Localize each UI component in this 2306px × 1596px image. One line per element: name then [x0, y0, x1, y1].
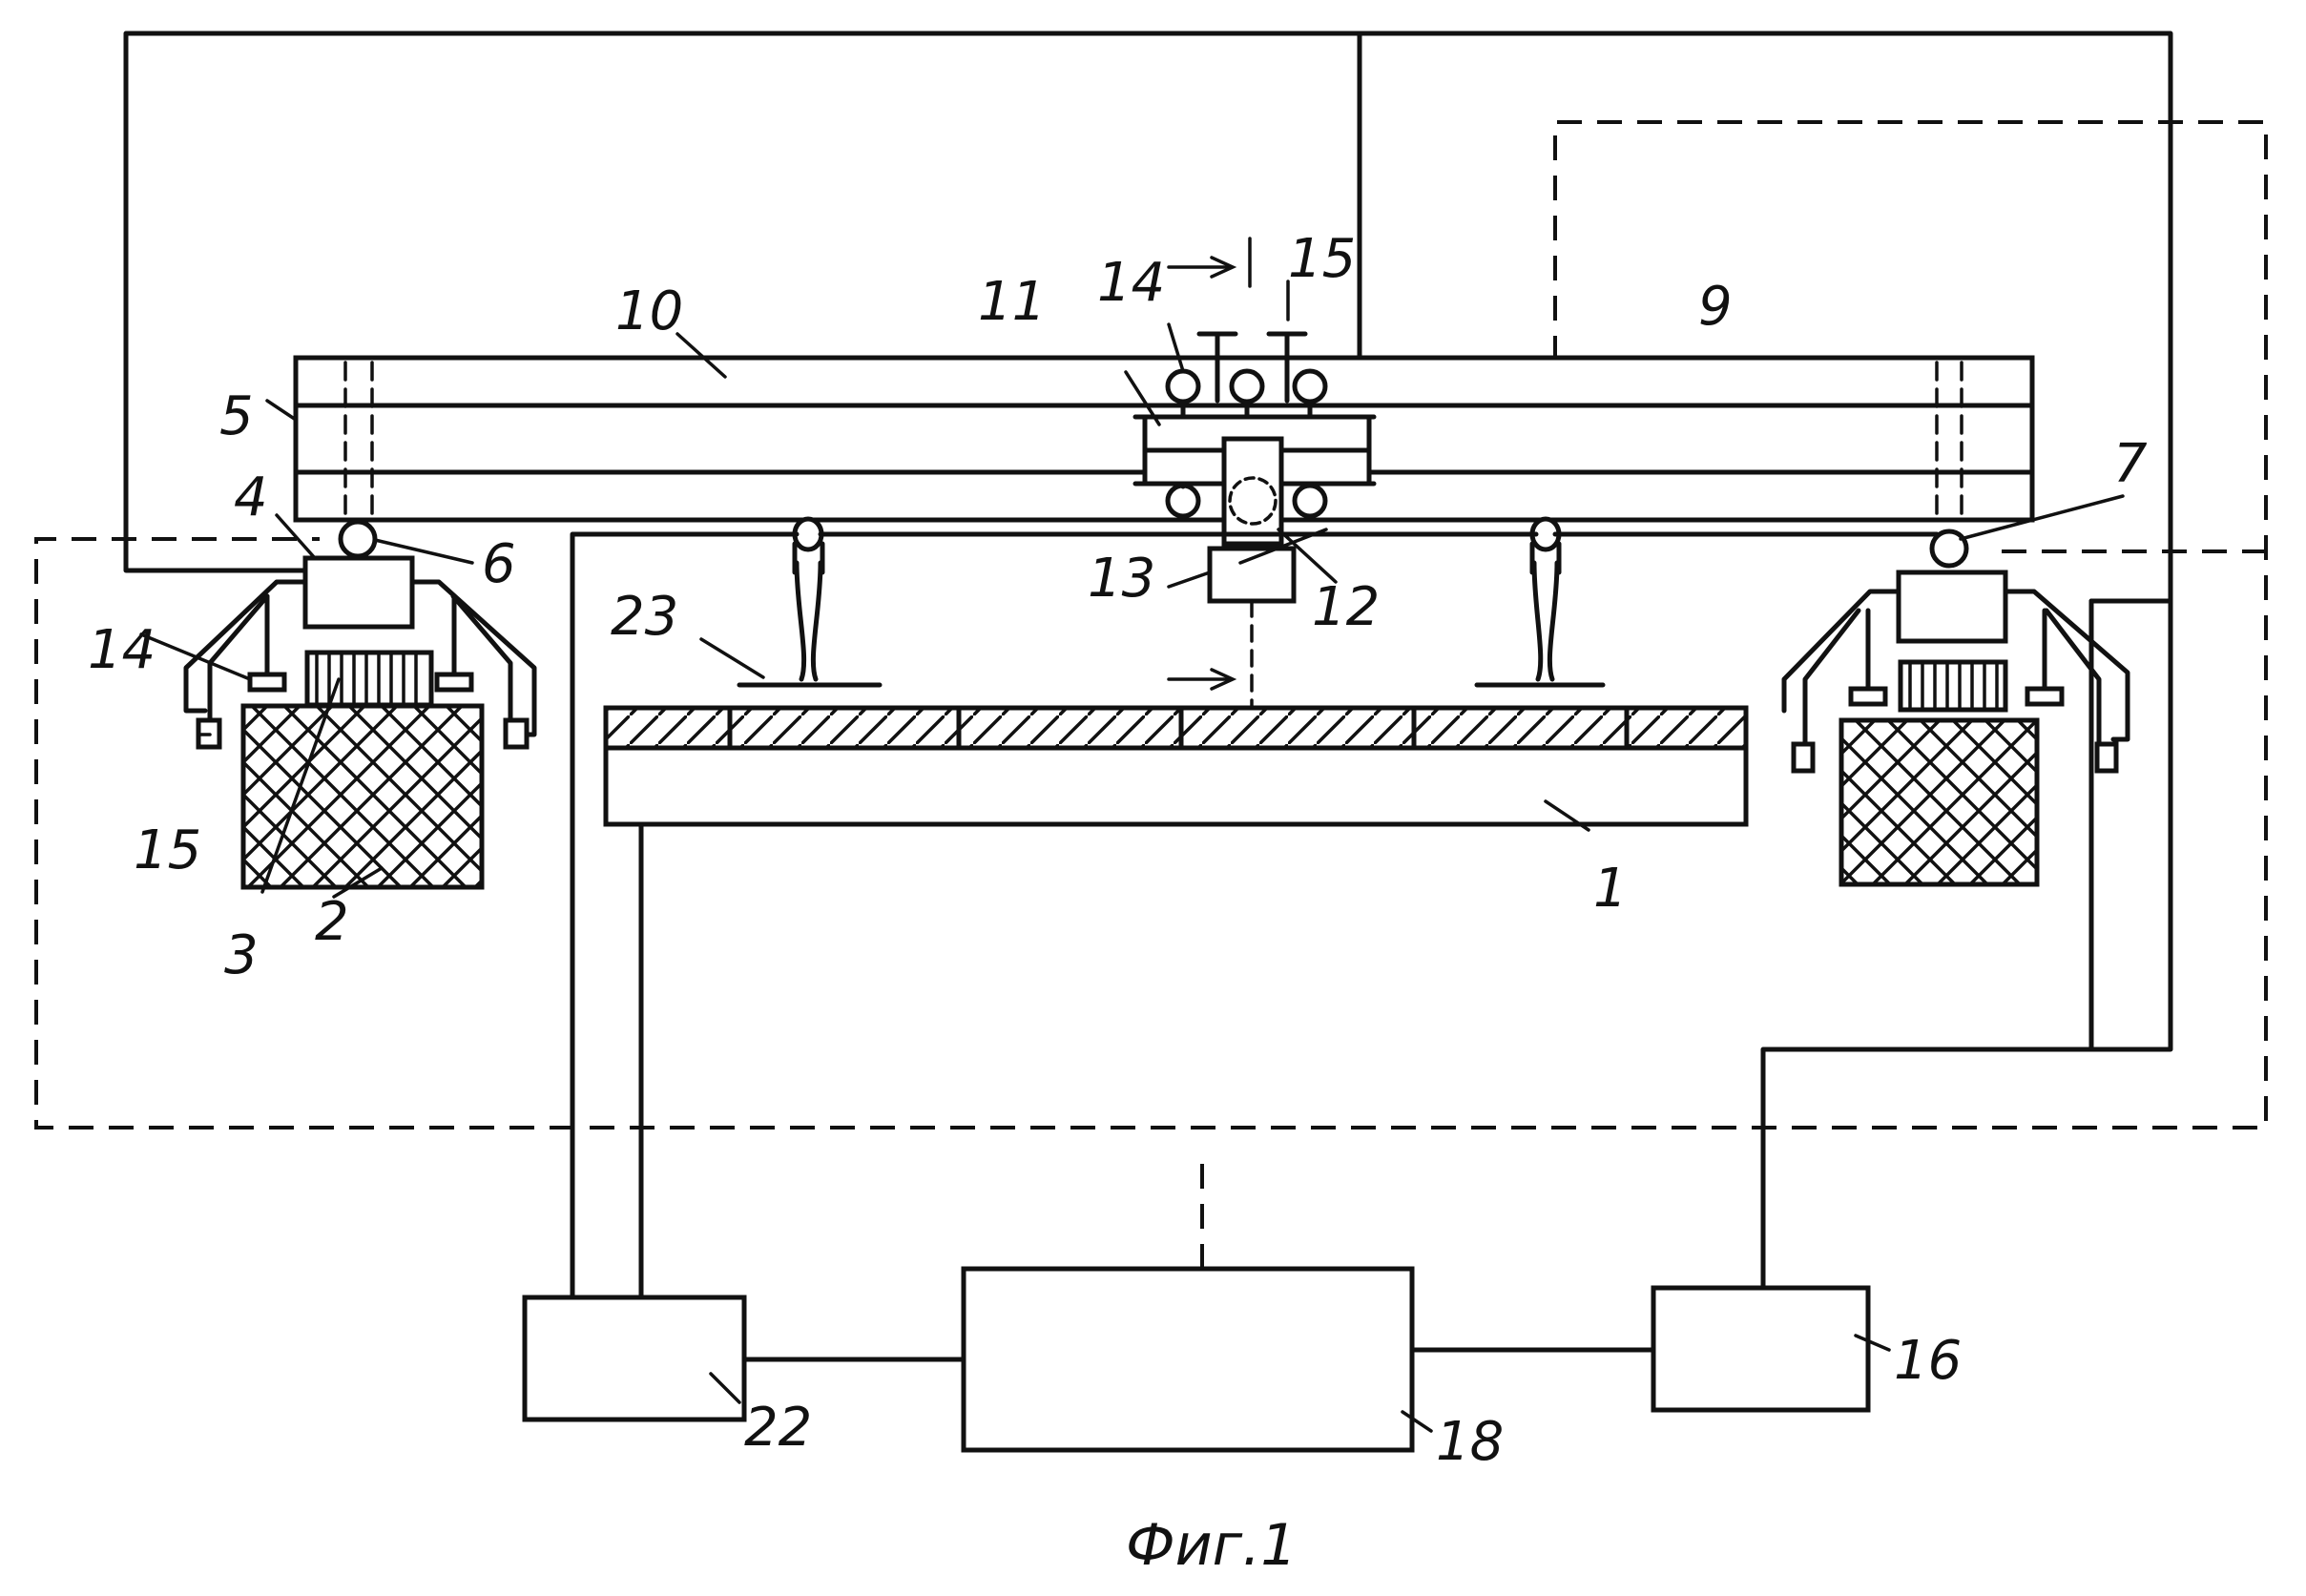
rails: [579, 516, 1940, 688]
label-11: 11: [978, 271, 1046, 333]
label-15-left: 15: [134, 819, 201, 881]
label-7: 7: [2113, 433, 2148, 495]
label-15-top: 15: [1288, 228, 1356, 290]
control-dashed-lines: [34, 120, 2268, 1269]
top-wiring: [123, 31, 2173, 604]
label-10: 10: [615, 280, 683, 342]
block-18: [961, 1266, 1415, 1453]
label-12: 12: [1312, 576, 1380, 638]
label-2: 2: [315, 891, 349, 953]
label-22: 22: [744, 1397, 812, 1459]
left-unit: [183, 519, 537, 890]
block-16: [1651, 1285, 1871, 1413]
figure-caption: Фиг.1: [1126, 1512, 1297, 1579]
label-13: 13: [1088, 548, 1155, 610]
control-blocks: [522, 1266, 1871, 1453]
leader-lines: [139, 280, 2125, 1433]
label-9: 9: [1698, 276, 1733, 338]
label-14-top: 14: [1097, 252, 1165, 314]
reference-labels: 1 2 3 4 5 6 7 9 10 11 12 13 14 14 15 15 …: [88, 228, 2148, 1473]
carriage: [1132, 237, 1377, 708]
table: [603, 705, 1749, 827]
label-5: 5: [219, 385, 254, 447]
cables: [570, 531, 2173, 1300]
label-23: 23: [611, 586, 678, 648]
label-16: 16: [1894, 1330, 1962, 1392]
label-18: 18: [1436, 1411, 1504, 1473]
label-1: 1: [1593, 858, 1628, 920]
label-3: 3: [224, 924, 259, 986]
label-14-left: 14: [88, 619, 156, 681]
label-4: 4: [234, 466, 268, 529]
right-unit: [1781, 529, 2130, 887]
label-6: 6: [482, 533, 516, 595]
block-22: [522, 1295, 747, 1422]
